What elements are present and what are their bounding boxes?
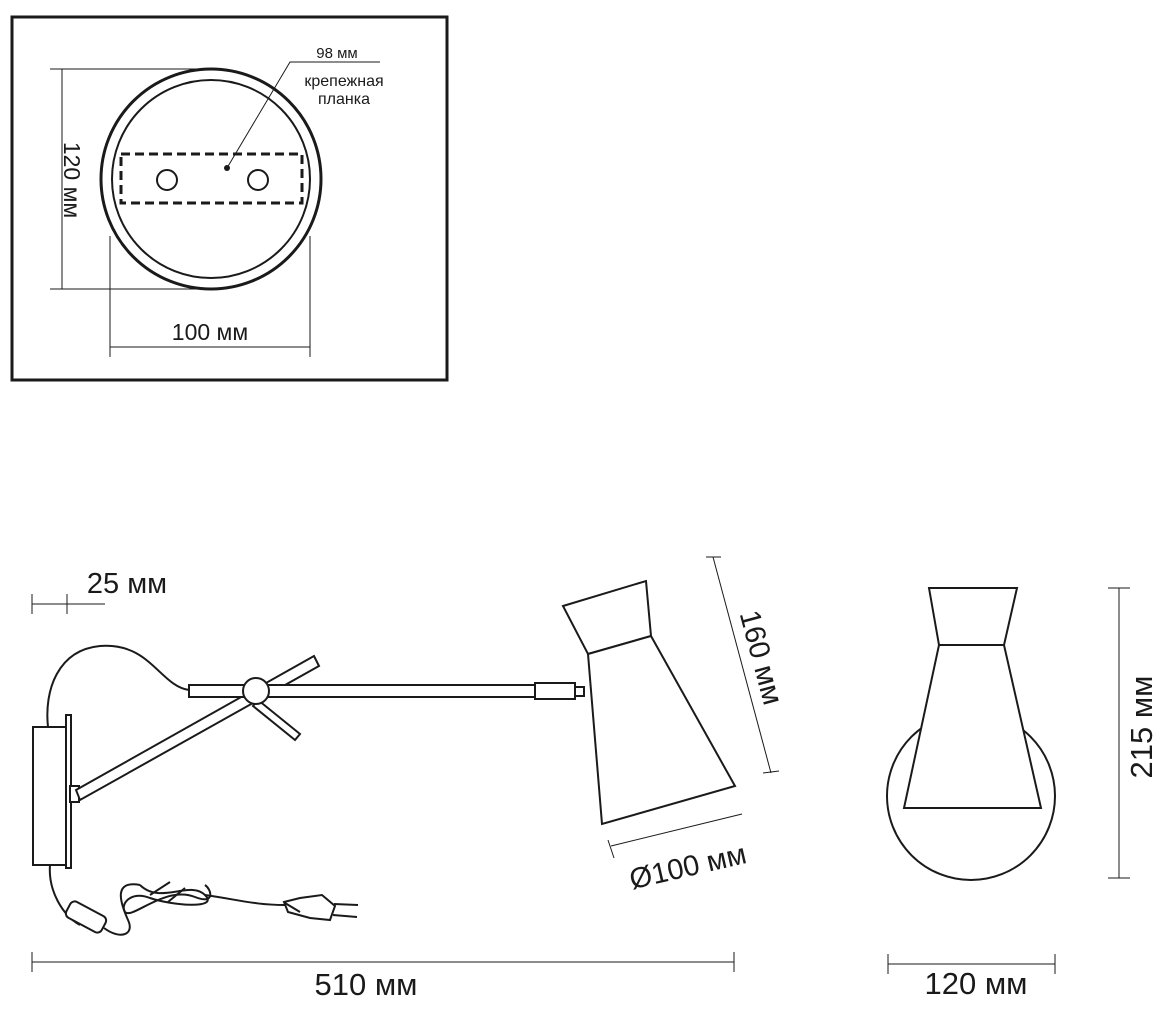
base-plate-outer [99,67,323,291]
base-plate-inner [111,79,311,279]
mount-box [32,726,67,866]
mount-height-label: 120 мм [59,142,85,218]
bracket-leader-line [226,61,380,169]
power-plug [282,893,337,922]
mounting-bracket [119,152,304,205]
power-cable-switch [103,883,141,936]
arm-end-cap [534,682,576,700]
cable-coil [122,884,212,915]
screw-hole-right [247,169,269,191]
bracket-label-line2: планка [318,91,370,108]
bracket-width-label: 98 мм [316,45,357,62]
screw-hole-left [156,169,178,191]
mount-detail: 98 мм крепежная планка 120 мм 100 мм [10,15,449,382]
shade-hinge [574,686,585,697]
plug-pin-top [333,903,359,906]
side-view: 25 мм 160 мм Ø100 мм [31,556,789,1002]
plug-pin-bottom [332,914,358,918]
plug-grip [284,902,301,913]
front-height-label: 215 мм [1124,676,1159,779]
power-cable-top [46,644,190,728]
offset-label: 25 мм [87,568,167,600]
pivot-knob [242,677,270,705]
shade-diameter-label: Ø100 мм [626,838,749,896]
mount-width-label: 100 мм [172,319,248,345]
front-shade-top [927,587,1019,646]
shade-height-dimension-line [712,556,772,774]
shade-height-tick-bottom [762,770,780,774]
adjust-lever [251,698,302,742]
shade-cone [586,634,737,826]
bracket-label-line1: крепежная [304,73,383,90]
shade-diameter-tick-left [607,839,615,859]
shade-diameter-dimension-line [610,813,743,847]
horizontal-arm [188,684,538,698]
total-length-label: 510 мм [315,967,418,1002]
front-width-label: 120 мм [925,966,1028,1001]
mount-detail-frame [10,15,449,382]
power-cable-plug [204,894,286,906]
shade-height-label: 160 мм [733,607,789,708]
front-shade-cone [902,644,1043,809]
cable-coil-twist [149,881,186,903]
inline-switch [64,900,108,934]
front-view: 215 мм 120 мм [886,587,1159,1001]
